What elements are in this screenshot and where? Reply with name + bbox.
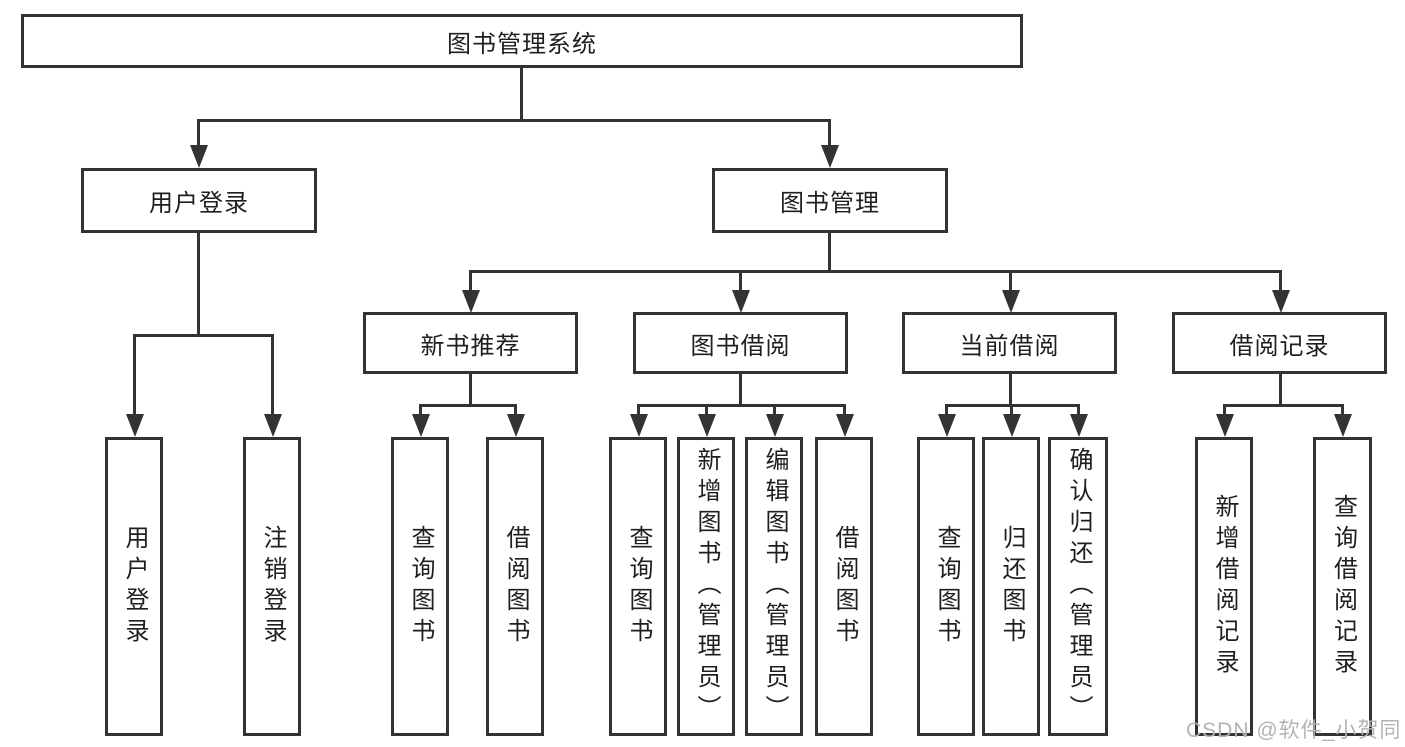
connector-book-borrowing-stem	[739, 374, 742, 407]
node-label: 用户登录	[121, 524, 148, 649]
arrowhead-leaf	[1003, 414, 1021, 437]
node-label: 查询借阅记录	[1329, 493, 1357, 680]
node-label: 当前借阅	[959, 332, 1060, 360]
connector-borrowing-records-stem	[1279, 374, 1282, 407]
node-label: 查询图书	[625, 524, 652, 649]
connector-to-book-management	[828, 119, 831, 147]
arrowhead-leaf-logout	[264, 414, 282, 437]
node-label: 查询图书	[933, 524, 960, 649]
node-label: 新增图书（管理员）	[693, 447, 720, 726]
node-borrowing-records: 借阅记录	[1172, 312, 1387, 374]
connector-leaf-stub	[637, 404, 640, 416]
leaf-query-book-current: 查询图书	[917, 437, 975, 736]
node-label: 图书借阅	[690, 332, 791, 360]
connector-leaf-stub	[773, 404, 776, 416]
connector-leaf-stub	[705, 404, 708, 416]
leaf-query-book-recommend: 查询图书	[391, 437, 449, 736]
leaf-add-borrow-record: 新增借阅记录	[1195, 437, 1253, 736]
node-current-borrowing: 当前借阅	[902, 312, 1117, 374]
leaf-query-borrow-record: 查询借阅记录	[1313, 437, 1372, 736]
connector-book-management-stem	[828, 233, 831, 273]
connector-user-login-stem	[197, 233, 200, 337]
arrowhead-user-login	[190, 145, 208, 168]
node-label: 确认归还（管理员）	[1065, 447, 1092, 726]
node-label: 借阅图书	[502, 524, 529, 649]
node-book-borrowing: 图书借阅	[633, 312, 848, 374]
connector-to-current-borrowing	[1009, 270, 1012, 292]
node-label: 新增借阅记录	[1211, 493, 1238, 680]
node-label: 查询图书	[407, 524, 434, 649]
arrowhead-book-borrowing	[732, 290, 750, 313]
node-root: 图书管理系统	[21, 14, 1023, 68]
node-label: 图书管理系统	[447, 30, 597, 58]
arrowhead-leaf	[1216, 414, 1234, 437]
node-label: 图书管理	[780, 190, 880, 217]
connector-leaf-stub	[1010, 404, 1013, 416]
leaf-return-book: 归还图书	[982, 437, 1040, 736]
connector-to-new-book	[469, 270, 472, 292]
arrowhead-new-book	[462, 290, 480, 313]
leaf-logout: 注销登录	[243, 437, 301, 736]
arrowhead-leaf	[766, 414, 784, 437]
leaf-borrow-book-borrowing: 借阅图书	[815, 437, 873, 736]
connector-leaf-stub	[843, 404, 846, 416]
connector-to-borrowing-records	[1279, 270, 1282, 292]
connector-new-book-stem	[469, 374, 472, 407]
arrowhead-leaf	[507, 414, 525, 437]
connector-to-book-borrowing	[739, 270, 742, 292]
leaf-confirm-return-admin: 确认归还（管理员）	[1048, 437, 1108, 736]
connector-to-leaf-user-login	[133, 334, 136, 416]
connector-to-leaf-logout	[271, 334, 274, 416]
connector-leaf-stub	[419, 404, 422, 416]
arrowhead-leaf	[836, 414, 854, 437]
arrowhead-leaf	[630, 414, 648, 437]
connector-leaf-stub	[514, 404, 517, 416]
arrowhead-leaf	[1070, 414, 1088, 437]
node-label: 新书推荐	[420, 332, 521, 360]
node-label: 编辑图书（管理员）	[761, 447, 788, 726]
leaf-user-login: 用户登录	[105, 437, 163, 736]
connector-leaf-stub	[1077, 404, 1080, 416]
node-label: 归还图书	[998, 524, 1025, 649]
arrowhead-leaf	[412, 414, 430, 437]
arrowhead-leaf-user-login	[126, 414, 144, 437]
arrowhead-book-management	[821, 145, 839, 168]
leaf-edit-book-admin: 编辑图书（管理员）	[745, 437, 803, 736]
connector-to-user-login	[197, 119, 200, 147]
node-new-book-recommendation: 新书推荐	[363, 312, 578, 374]
node-book-management: 图书管理	[712, 168, 948, 233]
node-label: 借阅图书	[831, 524, 858, 649]
leaf-borrow-book-recommend: 借阅图书	[486, 437, 544, 736]
connector-book-borrowing-rail	[637, 404, 846, 407]
node-user-login: 用户登录	[81, 168, 317, 233]
connector-new-book-rail	[419, 404, 517, 407]
connector-root-stem	[520, 68, 523, 121]
connector-level3-rail	[469, 270, 1282, 273]
connector-leaf-stub	[945, 404, 948, 416]
arrowhead-leaf	[938, 414, 956, 437]
arrowhead-leaf	[1334, 414, 1352, 437]
connector-leaf-stub	[1223, 404, 1226, 416]
leaf-query-book-borrowing: 查询图书	[609, 437, 667, 736]
connector-borrowing-records-rail	[1223, 404, 1344, 407]
leaf-add-book-admin: 新增图书（管理员）	[677, 437, 735, 736]
arrowhead-leaf	[698, 414, 716, 437]
arrowhead-borrowing-records	[1272, 290, 1290, 313]
connector-leaf-stub	[1341, 404, 1344, 416]
connector-user-login-rail	[133, 334, 274, 337]
connector-current-borrowing-stem	[1009, 374, 1012, 407]
connector-level2-rail	[197, 119, 831, 122]
csdn-watermark: CSDN @软件_小贺同学	[1186, 719, 1402, 742]
arrowhead-current-borrowing	[1002, 290, 1020, 313]
node-label: 借阅记录	[1229, 332, 1330, 360]
node-label: 注销登录	[259, 524, 286, 649]
node-label: 用户登录	[149, 190, 249, 217]
